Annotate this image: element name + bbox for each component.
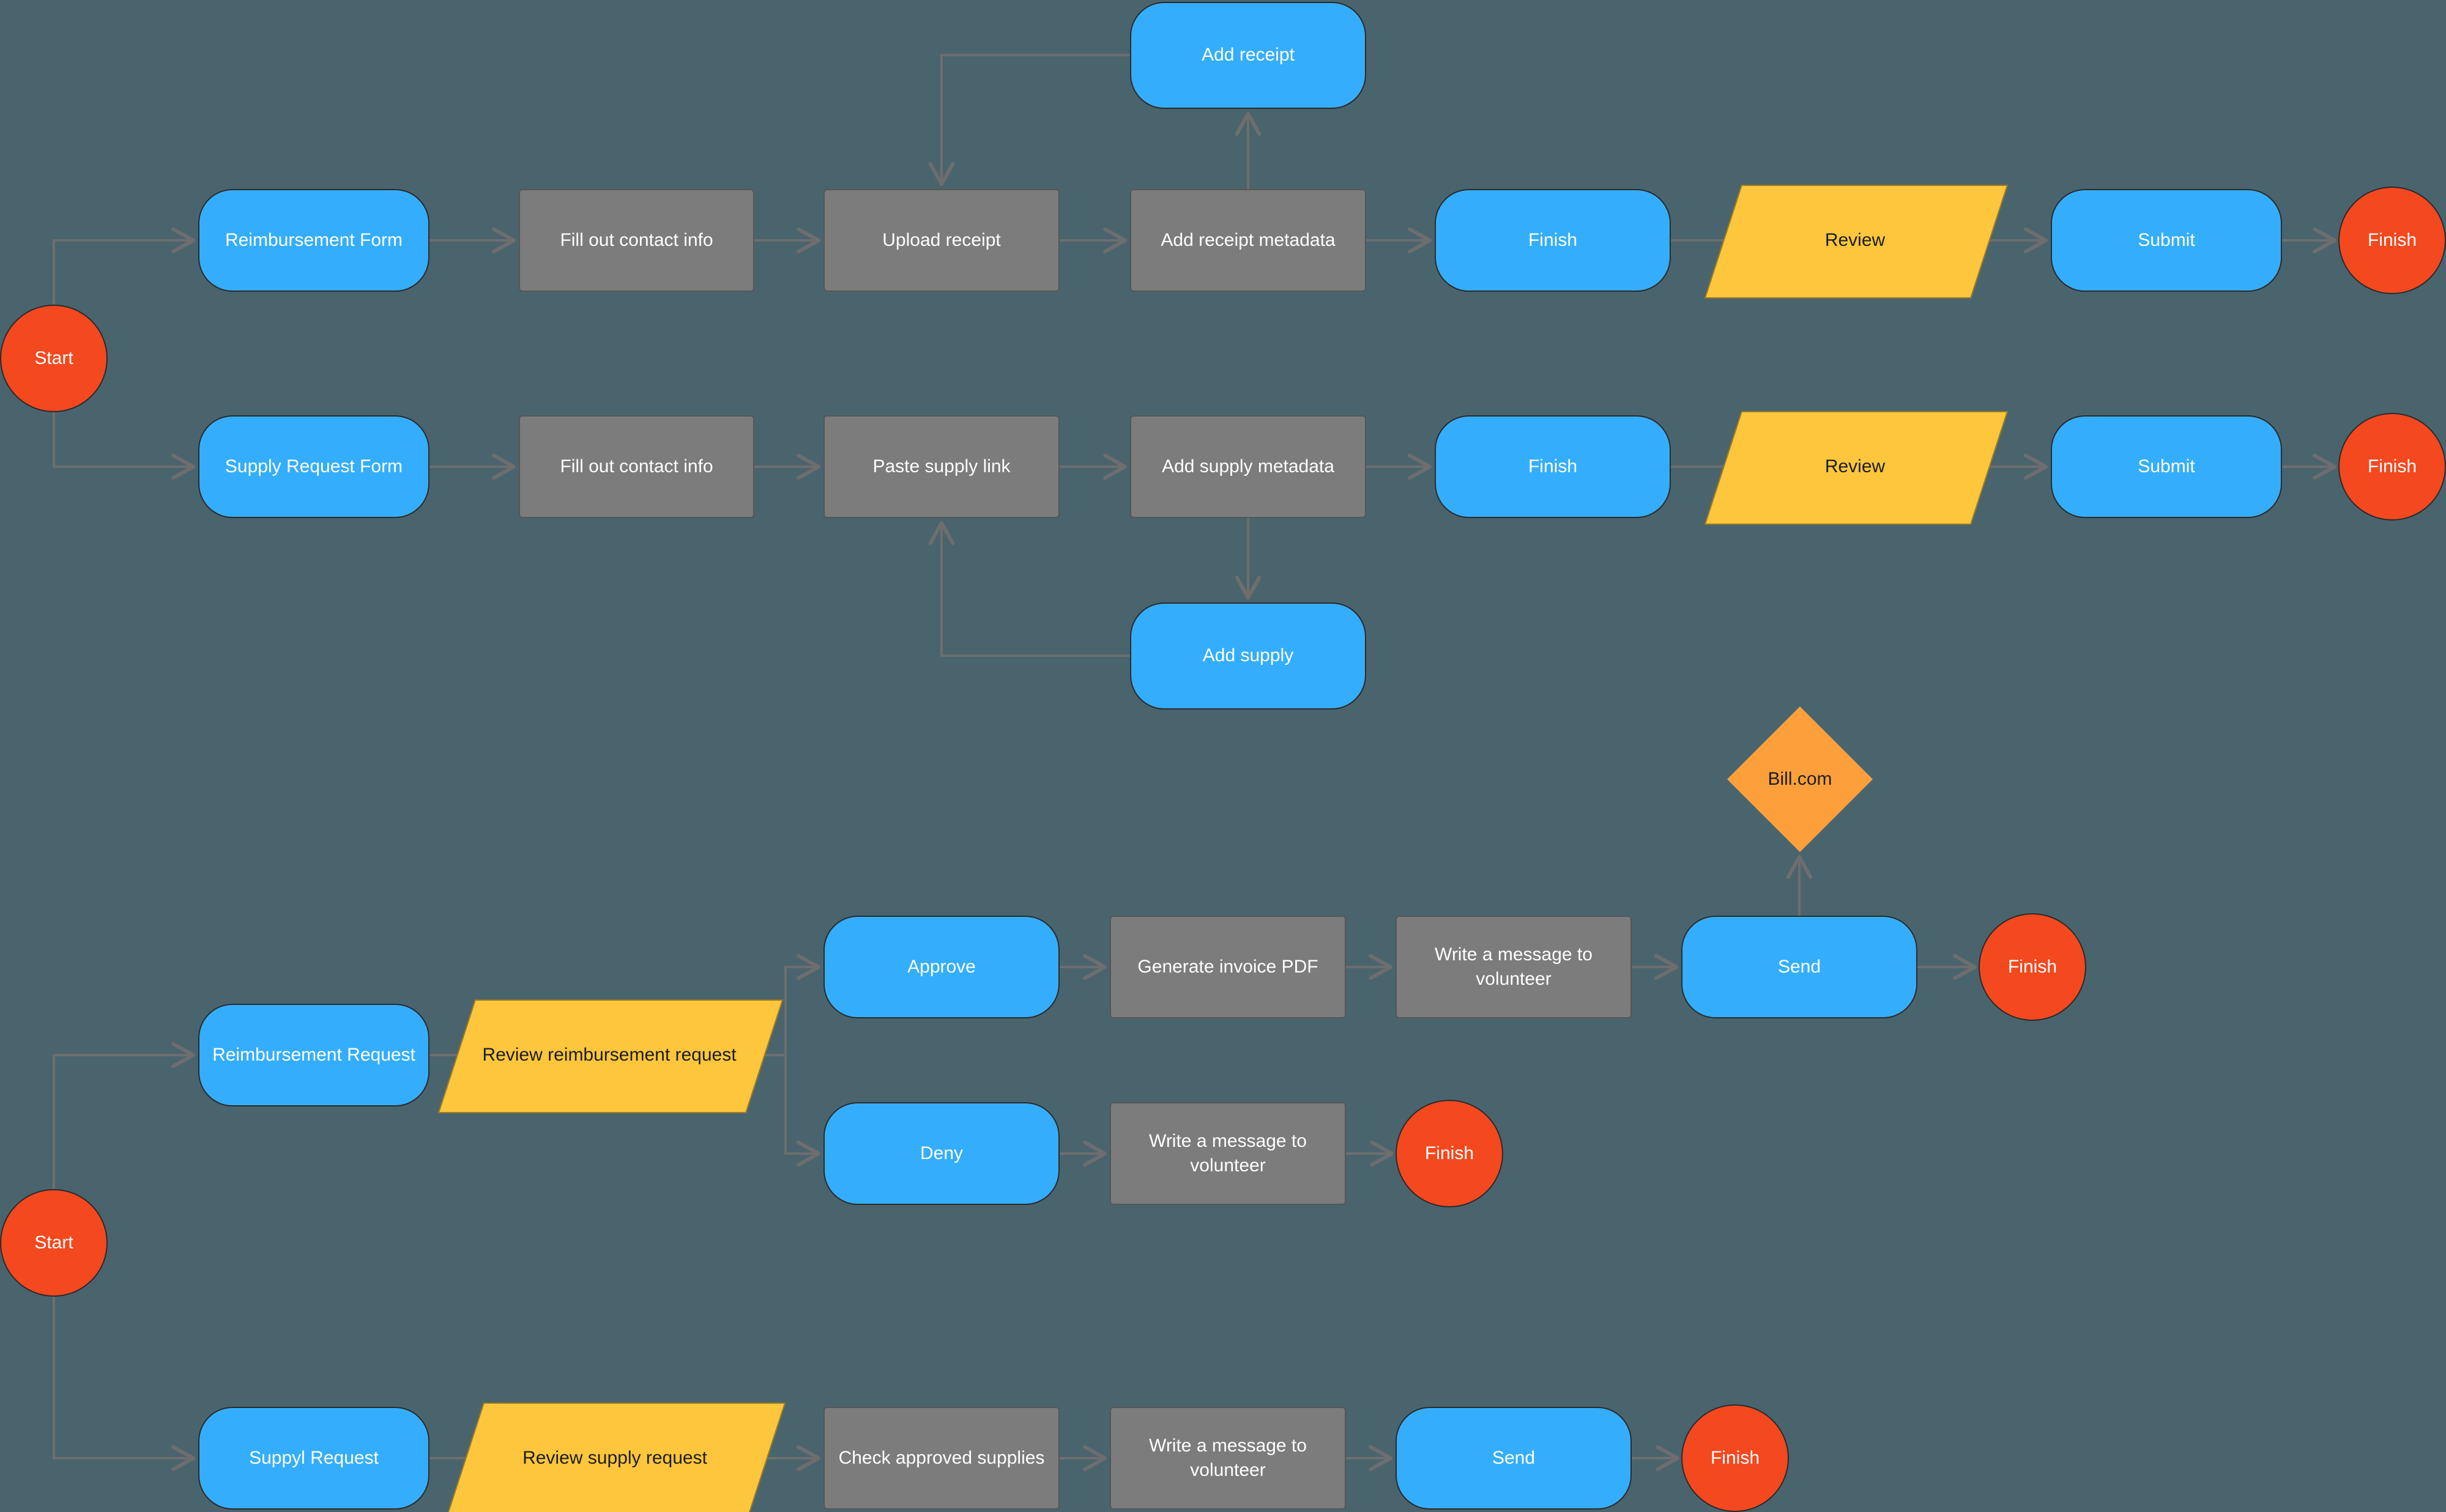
node-label-check-approved-supplies: Check approved supplies [838, 1447, 1045, 1468]
node-add-receipt-metadata[interactable]: Add receipt metadata [1130, 189, 1366, 292]
node-label-fill-contact-info-1: Fill out contact info [560, 229, 713, 250]
node-label-finish-end-5: Finish [1710, 1447, 1760, 1468]
node-finish-end-2[interactable]: Finish [2338, 413, 2446, 521]
node-label-supply-request: Suppyl Request [249, 1447, 379, 1468]
node-paste-supply-link[interactable]: Paste supply link [823, 415, 1060, 518]
node-label-write-message-3: Write a message to volunteer [1149, 1435, 1307, 1481]
edge-start-top-to-supply-request-form [53, 411, 195, 480]
node-supply-request[interactable]: Suppyl Request [198, 1407, 429, 1510]
edge-start-bottom-to-reimbursement-request [53, 1042, 195, 1190]
node-review-1[interactable]: Review [1704, 185, 2009, 298]
node-supply-request-form[interactable]: Supply Request Form [198, 415, 429, 518]
node-label-add-supply: Add supply [1202, 645, 1294, 666]
node-finish-end-5[interactable]: Finish [1681, 1404, 1789, 1512]
node-label-add-receipt: Add receipt [1202, 45, 1295, 65]
node-add-receipt[interactable]: Add receipt [1130, 2, 1366, 109]
node-label-add-receipt-metadata: Add receipt metadata [1161, 229, 1336, 250]
node-label-finish-step-2: Finish [1528, 456, 1578, 476]
node-start-top[interactable]: Start [0, 305, 108, 412]
node-label-deny: Deny [920, 1143, 964, 1163]
node-add-supply-metadata[interactable]: Add supply metadata [1130, 415, 1366, 518]
node-label-send-2: Send [1492, 1447, 1536, 1468]
node-label-paste-supply-link: Paste supply link [872, 456, 1011, 476]
node-write-message-3[interactable]: Write a message to volunteer [1110, 1407, 1346, 1510]
node-start-bottom[interactable]: Start [0, 1189, 108, 1297]
node-label-reimbursement-request: Reimbursement Request [212, 1044, 415, 1065]
node-label-fill-contact-info-2: Fill out contact info [560, 456, 713, 476]
node-submit-1[interactable]: Submit [2051, 189, 2282, 292]
node-label-finish-end-3: Finish [2007, 956, 2058, 977]
edge-start-top-to-reimbursement-form [53, 227, 195, 306]
node-label-generate-invoice-pdf: Generate invoice PDF [1137, 956, 1318, 977]
node-review-supply-request[interactable]: Review supply request [446, 1403, 786, 1512]
edge-start-bottom-to-supply-request [53, 1295, 195, 1472]
node-review-reimb-request[interactable]: Review reimbursement request [437, 999, 784, 1113]
node-submit-2[interactable]: Submit [2051, 415, 2282, 518]
node-fill-contact-info-1[interactable]: Fill out contact info [519, 189, 754, 292]
node-label-reimbursement-form: Reimbursement Form [225, 229, 403, 250]
node-finish-end-4[interactable]: Finish [1396, 1100, 1503, 1207]
node-label-submit-1: Submit [2138, 229, 2195, 250]
node-finish-end-1[interactable]: Finish [2338, 187, 2446, 294]
parallelogram-shape [446, 1403, 786, 1512]
node-label-write-message-2: Write a message to volunteer [1149, 1130, 1307, 1176]
node-review-2[interactable]: Review [1704, 411, 2009, 525]
node-finish-end-3[interactable]: Finish [1979, 913, 2086, 1021]
node-label-send-1: Send [1777, 956, 1821, 977]
node-label-supply-request-form: Supply Request Form [225, 456, 403, 476]
node-finish-step-1[interactable]: Finish [1435, 189, 1671, 292]
node-generate-invoice-pdf[interactable]: Generate invoice PDF [1110, 916, 1346, 1018]
node-approve[interactable]: Approve [823, 916, 1060, 1018]
node-fill-contact-info-2[interactable]: Fill out contact info [519, 415, 754, 518]
node-reimbursement-request[interactable]: Reimbursement Request [198, 1004, 429, 1106]
node-send-1[interactable]: Send [1681, 916, 1917, 1018]
node-label-finish-end-4: Finish [1424, 1143, 1474, 1163]
node-upload-receipt[interactable]: Upload receipt [823, 189, 1060, 292]
node-check-approved-supplies[interactable]: Check approved supplies [823, 1407, 1060, 1510]
diamond-shape [1727, 706, 1873, 852]
node-reimbursement-form[interactable]: Reimbursement Form [198, 189, 429, 292]
node-bill-com[interactable]: Bill.com [1727, 706, 1873, 852]
node-finish-step-2[interactable]: Finish [1435, 415, 1671, 518]
node-label-finish-step-1: Finish [1528, 229, 1578, 250]
node-label-finish-end-2: Finish [2367, 456, 2417, 476]
node-label-upload-receipt: Upload receipt [882, 229, 1001, 250]
node-label-approve: Approve [907, 956, 976, 977]
node-label-start-bottom: Start [34, 1232, 73, 1253]
node-add-supply[interactable]: Add supply [1130, 602, 1366, 710]
node-write-message-2[interactable]: Write a message to volunteer [1110, 1102, 1346, 1205]
node-label-add-supply-metadata: Add supply metadata [1162, 456, 1334, 476]
node-label-write-message-1: Write a message to volunteer [1435, 944, 1593, 990]
node-label-start-top: Start [34, 347, 73, 368]
parallelogram-shape [437, 999, 784, 1113]
node-label-finish-end-1: Finish [2367, 229, 2417, 250]
node-write-message-1[interactable]: Write a message to volunteer [1396, 916, 1632, 1018]
parallelogram-shape [1704, 185, 2009, 298]
parallelogram-shape [1704, 411, 2009, 525]
edge-add-supply-to-paste-supply-link [928, 521, 1131, 657]
node-label-submit-2: Submit [2138, 456, 2195, 476]
node-send-2[interactable]: Send [1396, 1407, 1632, 1510]
node-deny[interactable]: Deny [823, 1102, 1060, 1205]
edge-add-receipt-to-upload-receipt [928, 54, 1131, 186]
